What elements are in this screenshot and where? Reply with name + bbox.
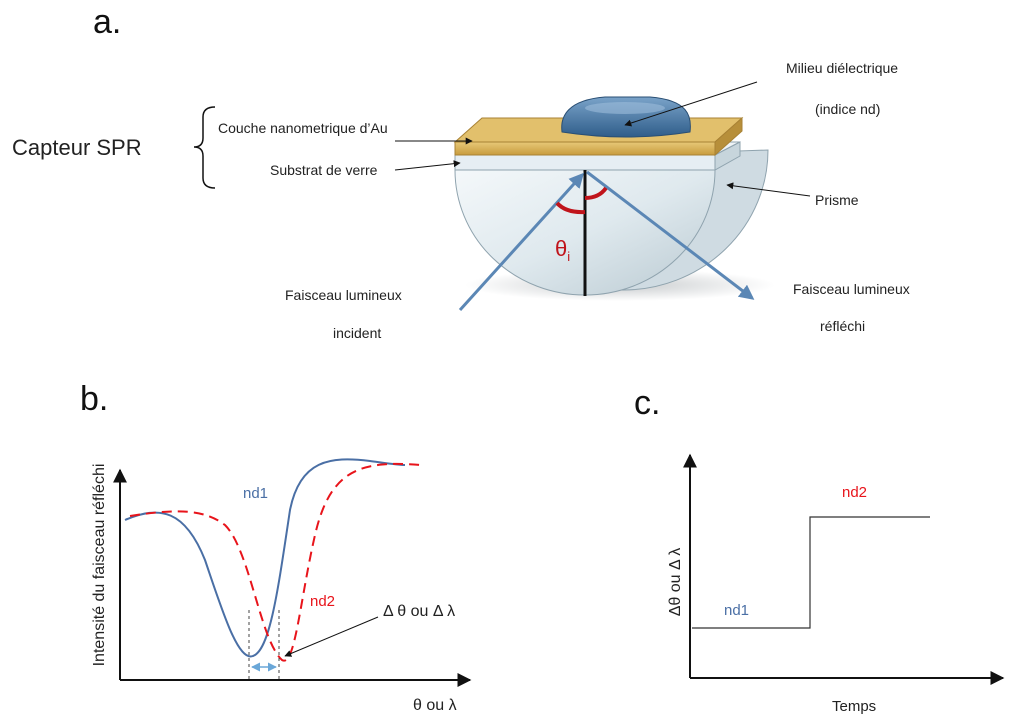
labels: a. Capteur SPR Couche nanometrique d’Au … [12, 3, 910, 715]
panel-c [683, 453, 1005, 685]
incident-label-line1: Faisceau lumineux [285, 287, 402, 303]
c-step-line [692, 516, 930, 629]
incident-beam [458, 172, 585, 312]
c-nd2-label: nd2 [842, 484, 867, 501]
panel-b [113, 458, 472, 687]
glass-substrate-label: Substrat de verre [270, 162, 378, 178]
angle-label: θi [555, 236, 570, 264]
c-nd1-label: nd1 [724, 602, 749, 619]
c-y-axis-title: Δθ ou Δ λ [667, 548, 684, 617]
gold-layer-front [454, 141, 716, 156]
c-x-axis-title: Temps [832, 698, 876, 715]
medium-pointer [624, 81, 758, 127]
gold-layer-side [714, 116, 743, 157]
shift-pointer [284, 616, 379, 657]
panel-c-letter: c. [634, 384, 660, 422]
gold-layer-label: Couche nanometrique d’Au [218, 120, 388, 136]
incident-label-line2: incident [333, 325, 381, 341]
reflected-label-line2: réfléchi [820, 318, 865, 334]
glass-substrate-front [454, 154, 716, 171]
panel-a [193, 81, 811, 312]
curve-nd1 [124, 458, 406, 658]
angle-arc-reflected [584, 186, 608, 200]
angle-arc-incident [555, 201, 586, 215]
sensor-label: Capteur SPR [12, 135, 142, 160]
medium-label-line2: (indice nd) [815, 101, 880, 117]
medium-label-line1: Milieu diélectrique [786, 60, 898, 76]
curve-nd1-label: nd1 [243, 485, 268, 502]
sensor-brace [193, 106, 216, 189]
panel-a-letter: a. [93, 3, 121, 41]
glass-pointer [394, 160, 461, 171]
panel-b-letter: b. [80, 380, 108, 418]
reflected-label-line1: Faisceau lumineux [793, 281, 910, 297]
b-x-axis-title: θ ou λ [413, 697, 457, 714]
dielectric-drop-highlight [585, 102, 665, 114]
glass-substrate-side [714, 141, 741, 171]
curve-nd2-label: nd2 [310, 593, 335, 610]
prism-label: Prisme [815, 192, 859, 208]
reflected-beam [586, 170, 755, 300]
curve-nd2 [129, 462, 421, 662]
b-y-axis-title: Intensité du faisceau réfléchi [91, 464, 108, 667]
prism-pointer [726, 182, 811, 197]
shift-label: Δ θ ou Δ λ [383, 603, 455, 620]
